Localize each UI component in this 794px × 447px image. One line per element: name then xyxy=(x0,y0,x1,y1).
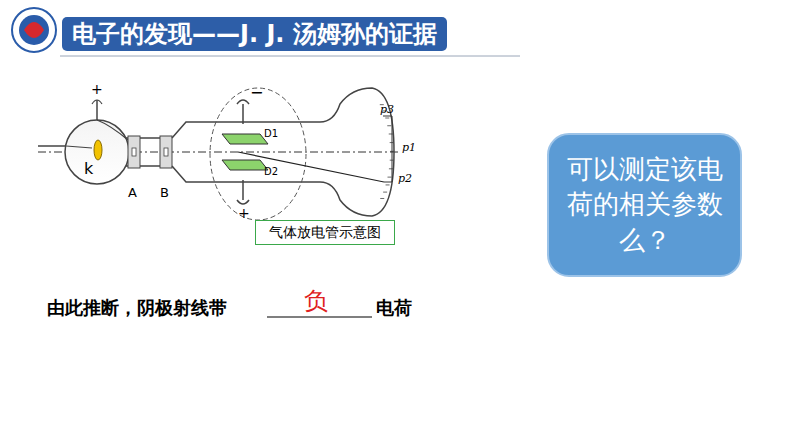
plate-d1-label: D1 xyxy=(264,128,278,139)
cathode-label: k xyxy=(84,160,93,178)
cathode-bulb xyxy=(65,120,129,184)
conclusion-end: 电荷 xyxy=(376,298,412,318)
answer-text: 负 xyxy=(304,288,328,314)
cathode-wire xyxy=(38,145,66,147)
title-underline xyxy=(60,56,520,57)
answer-blank xyxy=(267,316,372,317)
anode-a xyxy=(128,136,140,168)
plate-d1 xyxy=(222,134,268,144)
conclusion-text: 由此推断，阴极射线带 xyxy=(47,298,227,318)
screen-scale xyxy=(380,105,394,199)
title-text: 电子的发现——J. J. 汤姆孙的证据 xyxy=(72,21,437,47)
scale-bracket xyxy=(383,116,392,182)
node-text: 可以测定该电荷的相关参数么？ xyxy=(565,152,724,257)
p3-label: p3 xyxy=(380,104,394,116)
anode-b-label: B xyxy=(160,186,169,200)
anode-sign: + xyxy=(91,82,103,97)
top-terminal-sign: − xyxy=(250,84,263,102)
caption-box: 气体放电管示意图 xyxy=(255,220,395,245)
p1-label: p1 xyxy=(402,142,416,154)
title-bar: 电子的发现——J. J. 汤姆孙的证据 xyxy=(62,17,447,51)
plate-region xyxy=(210,88,306,220)
school-logo xyxy=(12,8,56,52)
anode-a-label: A xyxy=(128,186,137,200)
bottom-terminal xyxy=(237,180,249,204)
node-text: 气体放电管示意图 xyxy=(261,224,389,241)
tube-body xyxy=(172,88,394,216)
anode-wire xyxy=(96,100,98,120)
deflected-beam xyxy=(238,152,384,182)
plate-d2-label: D2 xyxy=(264,166,278,177)
question-box: 可以测定该电荷的相关参数么？ xyxy=(547,133,742,277)
anode-b xyxy=(160,136,172,168)
plate-d2 xyxy=(222,160,268,170)
top-terminal xyxy=(237,100,249,124)
bottom-terminal-sign: + xyxy=(238,206,250,221)
p2-label: p2 xyxy=(398,173,412,185)
cathode xyxy=(94,140,102,160)
